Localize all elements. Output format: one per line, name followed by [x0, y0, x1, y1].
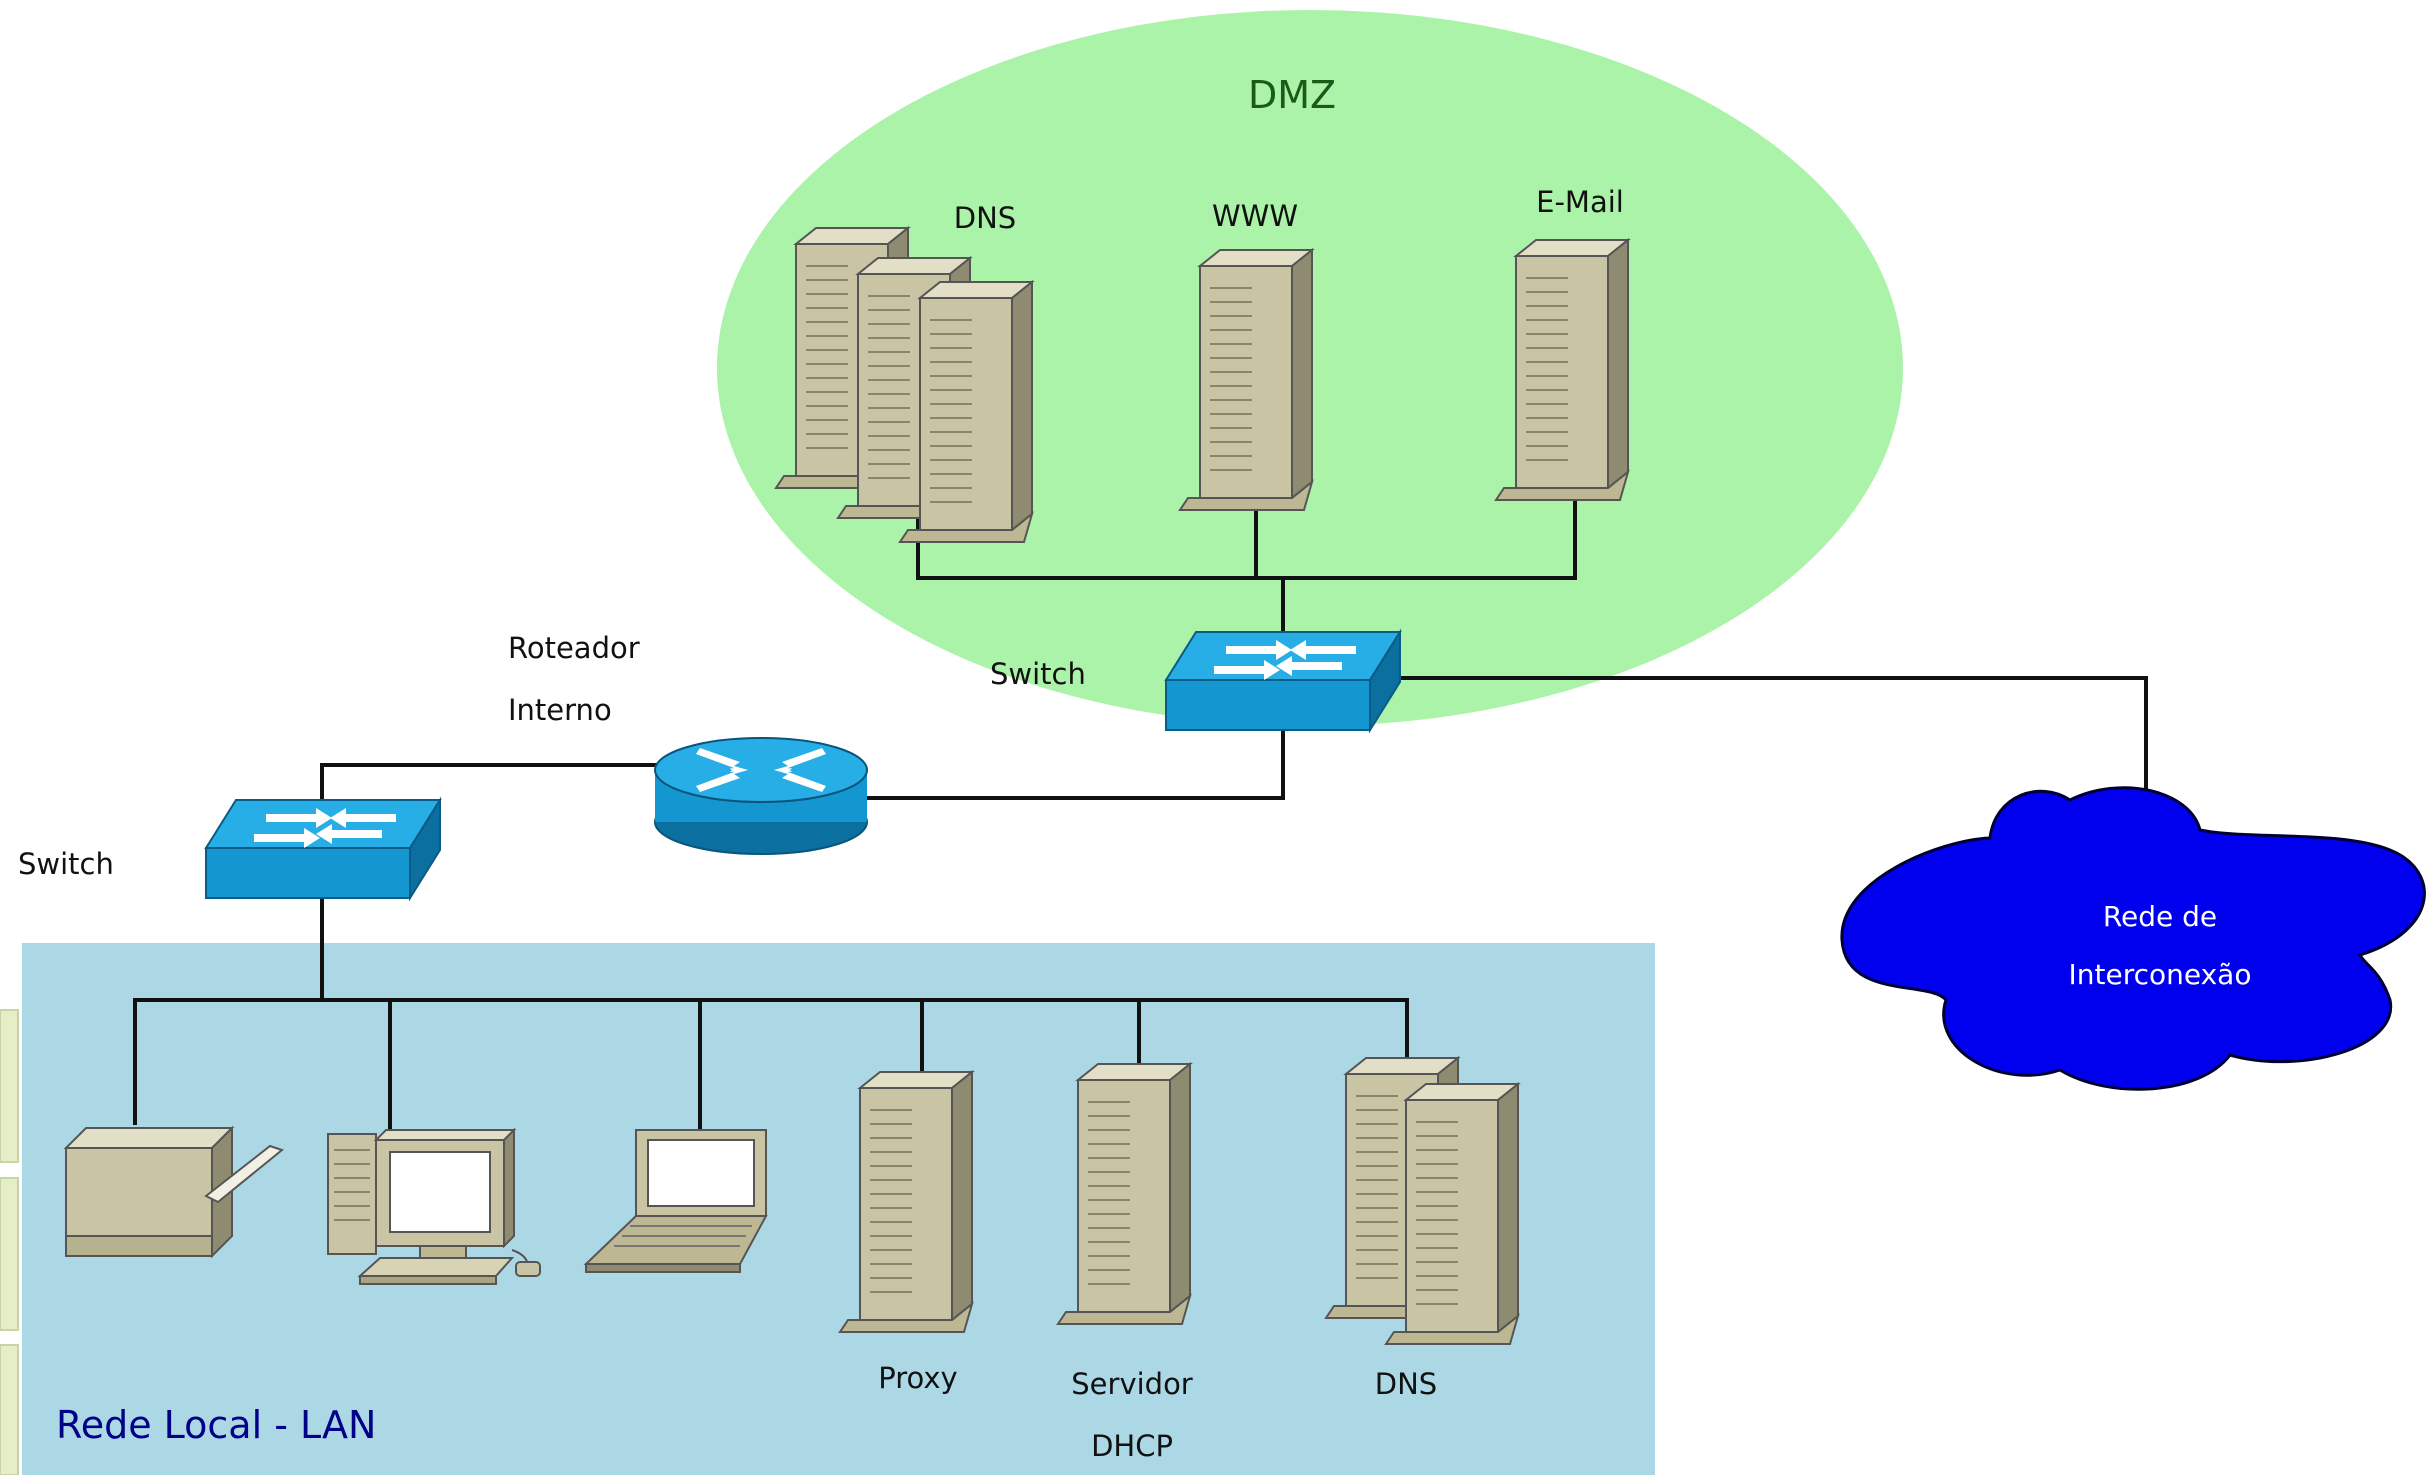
dmz-www-label: WWW — [1212, 199, 1298, 233]
cloud-label-line2: Interconexão — [2069, 958, 2252, 991]
dmz-www-server-icon — [1179, 249, 1313, 511]
desktop-pc-icon — [327, 1127, 541, 1285]
edge-tab — [0, 1177, 19, 1331]
router-icon — [654, 737, 868, 855]
proxy-label: Proxy — [878, 1361, 957, 1395]
lan-label: Rede Local - LAN — [56, 1403, 376, 1447]
printer-icon — [63, 1125, 285, 1259]
dmz-switch-icon — [1165, 631, 1401, 731]
router-label-line2: Interno — [508, 693, 612, 727]
dmz-switch-label: Switch — [990, 657, 1086, 691]
edge-tab — [0, 1009, 19, 1163]
dmz-dns-label: DNS — [954, 201, 1016, 235]
network-wires — [133, 472, 2148, 1132]
router-label-line1: Roteador — [508, 631, 640, 665]
dmz-email-label: E-Mail — [1536, 185, 1624, 219]
lan-switch-label: Switch — [18, 847, 114, 881]
cloud-label-line1: Rede de — [2103, 900, 2217, 933]
proxy-server-icon — [839, 1071, 973, 1333]
dhcp-server-icon — [1057, 1063, 1191, 1325]
cloud-icon — [1840, 786, 2426, 1091]
lan-switch-icon — [205, 799, 441, 899]
dhcp-label-line1: Servidor — [1071, 1367, 1193, 1401]
dmz-email-server-icon — [1495, 239, 1629, 501]
dhcp-label-line2: DHCP — [1091, 1429, 1173, 1463]
dmz-label: DMZ — [1248, 73, 1336, 117]
lan-dns-server-icon — [1325, 1057, 1519, 1345]
edge-tab — [0, 1344, 19, 1475]
lan-dns-label: DNS — [1375, 1367, 1437, 1401]
laptop-icon — [583, 1129, 768, 1273]
